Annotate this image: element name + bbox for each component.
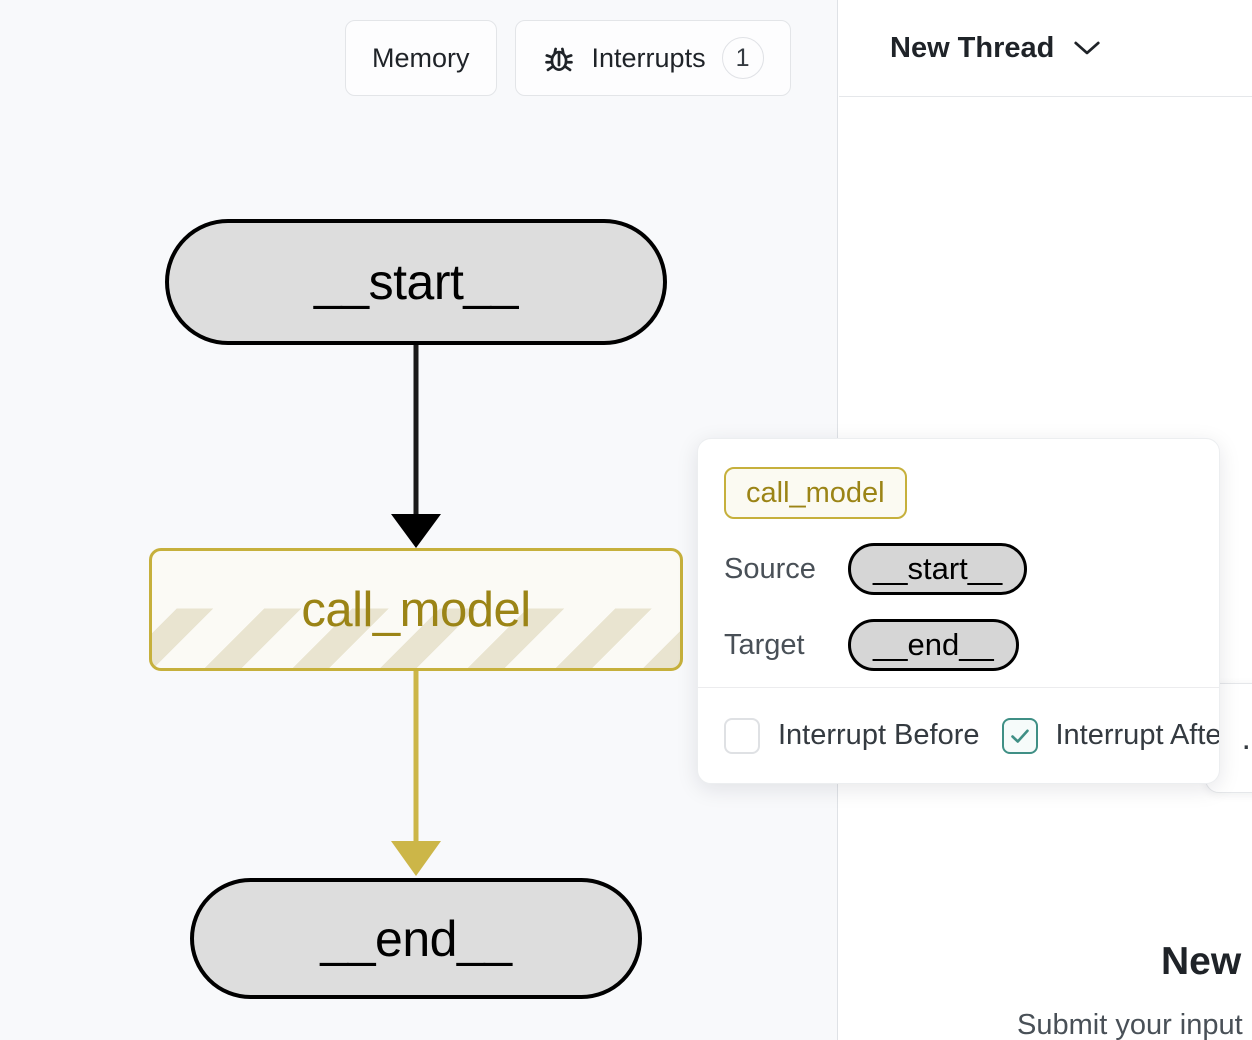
interrupt-after-checkbox[interactable]: Interrupt After [1001,717,1220,754]
thread-empty-title: New T [1161,940,1252,983]
interrupts-button[interactable]: Interrupts 1 [514,20,791,96]
interrupts-count-badge: 1 [721,37,764,79]
graph-node-call-model[interactable]: call_model [149,548,683,671]
popover-footer: Interrupt Before Interrupt After [698,687,1219,783]
graph-node-end-label: __end__ [320,910,512,967]
edge-start-to-call-model [391,345,441,548]
chevron-down-icon[interactable] [1072,39,1102,57]
popover-source-value[interactable]: __start__ [848,543,1028,595]
thread-title: New Thread [890,31,1055,64]
thread-empty-subtitle: Submit your input [1017,1009,1243,1040]
memory-button-label: Memory [372,42,470,73]
checkbox-checked-icon[interactable] [1001,717,1038,754]
graph-node-start[interactable]: __start__ [165,219,667,345]
interrupts-button-label: Interrupts [591,42,706,73]
interrupt-after-label: Interrupt After [1055,719,1220,751]
graph-node-call-model-label: call_model [301,582,531,637]
node-detail-popover[interactable]: call_model Source __start__ Target __end… [697,438,1220,784]
side-card-glyph: … [1240,719,1252,758]
memory-button[interactable]: Memory [345,20,497,96]
graph-node-end[interactable]: __end__ [190,878,642,999]
interrupt-before-label: Interrupt Before [778,719,980,751]
graph-node-start-label: __start__ [314,254,518,310]
bug-icon [542,41,576,75]
popover-target-value[interactable]: __end__ [848,619,1019,671]
edge-call-model-to-end [391,671,441,876]
popover-node-name: call_model [724,467,907,519]
thread-body: New T Submit your input [839,97,1252,1040]
popover-target-label: Target [724,628,805,661]
popover-source-label: Source [724,552,816,585]
popover-source-row: Source __start__ [724,543,1193,595]
popover-target-row: Target __end__ [724,619,1193,671]
checkbox-unchecked-icon[interactable] [724,717,760,754]
interrupt-before-checkbox[interactable]: Interrupt Before [724,717,980,754]
graph-toolbar: Memory I [345,20,791,96]
thread-header[interactable]: New Thread [839,0,1252,97]
popover-body: call_model Source __start__ Target __end… [698,439,1219,671]
